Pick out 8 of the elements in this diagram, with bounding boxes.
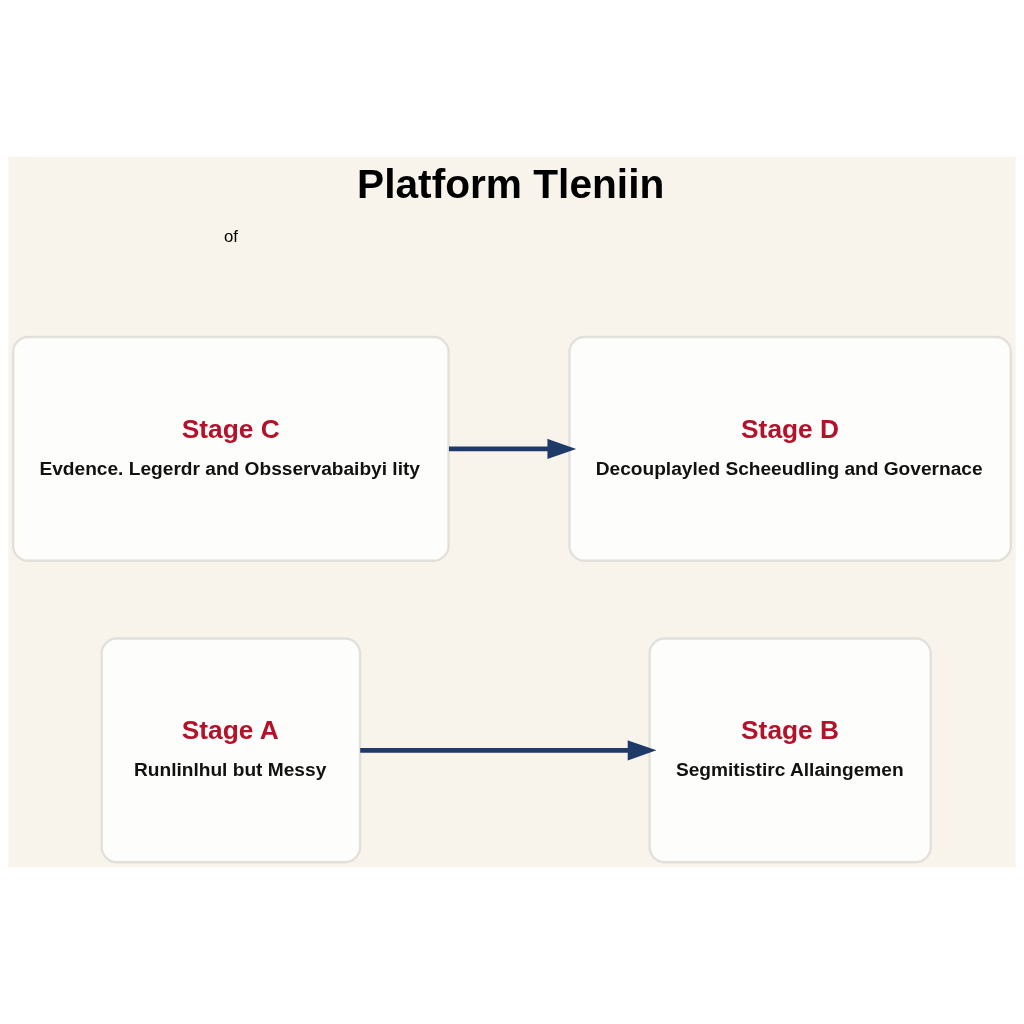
node-box: Stage D Decouplayled Scheeudling and Governace: [568, 335, 1013, 562]
label: of: [223, 226, 238, 246]
node-box: Stage C Evdence. Legerdr and Obsservabaibyi lity: [11, 335, 450, 562]
arrow: [448, 438, 577, 459]
arrow: [360, 740, 657, 761]
node-box: Stage B Segmitistirc Allaingemen: [648, 637, 932, 864]
diagram-title: Platform Tleniin: [357, 160, 665, 207]
node-box: Stage A Runlinlhul but Messy: [100, 637, 362, 864]
